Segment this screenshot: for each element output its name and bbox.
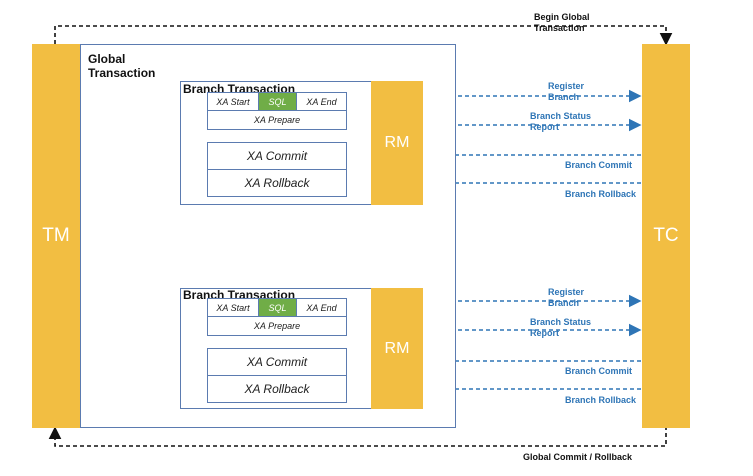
branch-commit-label-2: Branch Commit (565, 366, 633, 376)
sql-cell-2: SQL (258, 298, 297, 317)
xa-end-cell-1: XA End (296, 92, 347, 111)
register-branch-label-2: Register Branch (548, 287, 585, 308)
global-commit-arrow (48, 426, 667, 447)
branch-commit-label-1: Branch Commit (565, 160, 633, 170)
tm-label: TM (42, 225, 70, 246)
xa-prepare-cell-1: XA Prepare (207, 110, 347, 130)
branch-status-label-1: Branch Status Report (530, 111, 592, 132)
xa-start-cell-2: XA Start (207, 298, 259, 317)
global-commit-label: Global Commit / Rollback (523, 452, 633, 462)
rm-block-1: RM (371, 81, 423, 205)
rm-label-2: RM (384, 339, 410, 357)
tc-pillar: TC (642, 44, 690, 428)
branch-rollback-label-1: Branch Rollback (565, 189, 637, 199)
register-branch-label-1: Register Branch (548, 81, 585, 102)
global-transaction-label: Global Transaction (88, 52, 156, 80)
xa-rollback-cell-1: XA Rollback (207, 169, 347, 197)
sql-cell-1: SQL (258, 92, 297, 111)
begin-global-label: Begin Global Transaction (534, 12, 590, 33)
branch-rollback-label-2: Branch Rollback (565, 395, 637, 405)
xa-commit-cell-1: XA Commit (207, 142, 347, 170)
begin-global-arrow (54, 25, 673, 46)
xa-end-cell-2: XA End (296, 298, 347, 317)
branch-status-label-2: Branch Status Report (530, 317, 592, 338)
rm-block-2: RM (371, 288, 423, 409)
xa-start-cell-1: XA Start (207, 92, 259, 111)
xa-commit-cell-2: XA Commit (207, 348, 347, 376)
rm-label-1: RM (384, 134, 410, 151)
tc-label: TC (653, 225, 679, 246)
xa-rollback-cell-2: XA Rollback (207, 375, 347, 403)
xa-prepare-cell-2: XA Prepare (207, 316, 347, 336)
tm-pillar: TM (32, 44, 80, 428)
